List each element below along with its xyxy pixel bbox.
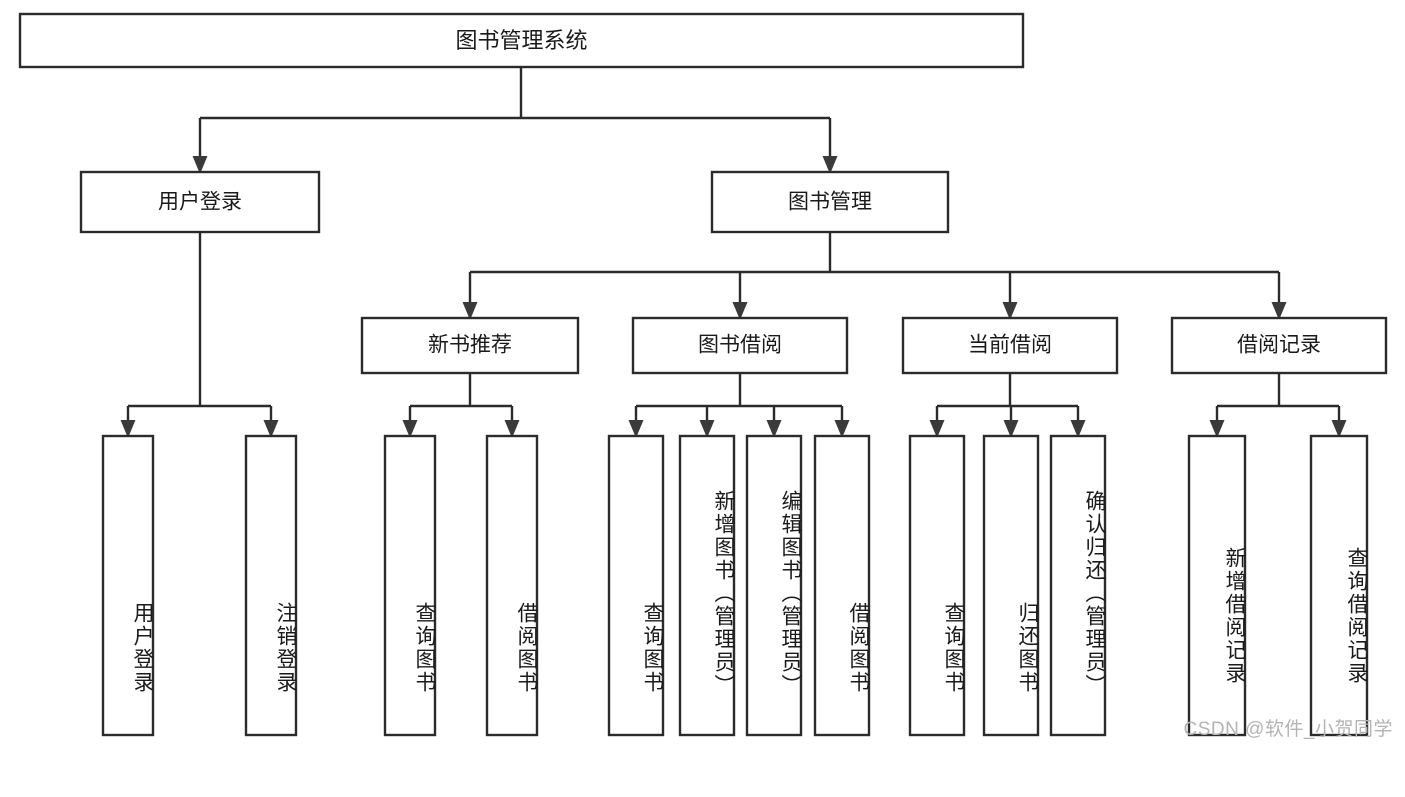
leaf-node[interactable]: [678, 434, 736, 737]
node-current-borrow[interactable]: 当前借阅: [901, 316, 1119, 375]
leaf-node[interactable]: [1187, 434, 1247, 737]
leaf-node[interactable]: [383, 434, 437, 737]
leaf-node[interactable]: [1309, 434, 1369, 737]
node-borrow-record-label: 借阅记录: [1237, 334, 1321, 357]
leaf-node[interactable]: [908, 434, 966, 737]
node-root[interactable]: 图书管理系统: [18, 12, 1025, 69]
node-user-login[interactable]: 用户登录: [79, 170, 321, 234]
node-current-borrow-label: 当前借阅: [968, 334, 1052, 357]
connector-management-to-children: [462, 232, 1287, 320]
node-book-management[interactable]: 图书管理: [710, 170, 950, 234]
node-user-login-label: 用户登录: [158, 191, 242, 214]
diagram-canvas: 图书管理系统 用户登录 图书管理 新书推荐 图书借阅 当前借阅 借阅记录: [18, 12, 1393, 740]
leaf-node[interactable]: [982, 434, 1040, 737]
node-book-borrow-label: 图书借阅: [698, 334, 782, 357]
connector-newbook-to-leaves: [402, 373, 520, 438]
node-root-label: 图书管理系统: [455, 28, 587, 53]
leaf-node[interactable]: [813, 434, 871, 737]
node-new-book-recommend-label: 新书推荐: [428, 334, 512, 357]
leaf-node[interactable]: [1049, 434, 1107, 737]
node-book-management-label: 图书管理: [788, 191, 872, 214]
leaf-node[interactable]: [745, 434, 803, 737]
connector-borrow-to-leaves: [628, 373, 850, 438]
connector-current-to-leaves: [929, 373, 1086, 438]
leaf-node[interactable]: [485, 434, 539, 737]
node-book-borrow[interactable]: 图书借阅: [631, 316, 849, 375]
node-new-book-recommend[interactable]: 新书推荐: [360, 316, 580, 375]
tree-diagram-svg: 图书管理系统 用户登录 图书管理 新书推荐 图书借阅 当前借阅 借阅记录: [18, 12, 1388, 737]
connector-root-to-level2: [192, 67, 838, 174]
connector-login-to-leaves: [120, 232, 279, 438]
watermark-text: CSDN @软件_小贺同学: [1183, 719, 1393, 740]
leaf-node[interactable]: [101, 434, 155, 737]
node-borrow-record[interactable]: 借阅记录: [1170, 316, 1388, 375]
leaf-node[interactable]: [244, 434, 298, 737]
connector-record-to-leaves: [1209, 373, 1347, 438]
leaf-node[interactable]: [607, 434, 665, 737]
